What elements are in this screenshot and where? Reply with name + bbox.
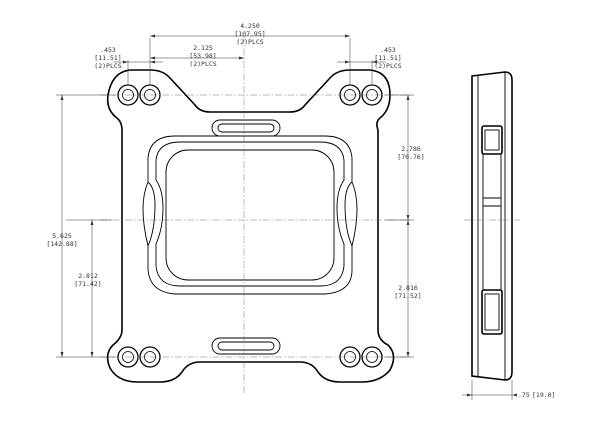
- arrow: [150, 56, 155, 60]
- arrow: [123, 60, 128, 64]
- side-pocket-bottom: [481, 289, 503, 335]
- bottom-slot-inner: [217, 341, 275, 351]
- dim-left-offset-note: (2)PLCS: [94, 62, 121, 70]
- arrow: [406, 215, 410, 220]
- dim-right-offset-note: (2)PLCS: [374, 62, 401, 70]
- dim-half-width-note: (2)PLCS: [189, 60, 216, 68]
- dim-lower-left-value: 2.812: [78, 272, 98, 280]
- dim-overall-width-metric: [107.95]: [234, 30, 265, 38]
- dimension-lines: [56, 34, 517, 400]
- plate-outline: [106, 69, 395, 383]
- side-pocket-bottom-inner: [484, 293, 500, 331]
- opening-outer: [147, 135, 353, 295]
- bottom-slot: [211, 337, 281, 355]
- arrow: [239, 56, 244, 60]
- arrow: [406, 220, 410, 225]
- dim-left-offset-value: .453: [100, 46, 116, 54]
- arrow: [345, 60, 350, 64]
- arrow: [512, 393, 517, 397]
- throat: [165, 149, 335, 281]
- dim-thickness-value: .75: [518, 391, 530, 399]
- arrow: [60, 95, 64, 100]
- dim-right-offset-value: .453: [380, 46, 396, 54]
- side-pocket-top: [481, 125, 503, 155]
- dim-half-width-metric: [53.98]: [189, 52, 216, 60]
- front-view: [100, 36, 410, 395]
- arrow: [345, 34, 350, 38]
- side-outline: [471, 71, 513, 381]
- dim-half-width-value: 2.125: [193, 44, 213, 52]
- right-boss: [351, 181, 358, 247]
- dim-lower-right-value: 2.816: [398, 284, 418, 292]
- arrow: [60, 352, 64, 357]
- dim-left-offset-metric: [11.51]: [94, 54, 121, 62]
- top-slot-inner: [217, 123, 275, 133]
- dim-upper-right-metric: [70.76]: [397, 153, 424, 161]
- arrow: [150, 60, 155, 64]
- dim-overall-width-value: 4.250: [240, 22, 260, 30]
- side-pocket-top-inner: [484, 129, 500, 151]
- dim-upper-right-value: 2.786: [401, 145, 421, 153]
- arrow: [372, 60, 377, 64]
- dimension-labels: 4.250 [107.95] (2)PLCS 2.125 [53.98] (2)…: [46, 22, 555, 399]
- arrow: [90, 220, 94, 225]
- dim-right-offset-metric: [11.51]: [374, 54, 401, 62]
- arrow: [406, 352, 410, 357]
- top-slot: [211, 119, 281, 137]
- dim-overall-height-metric: [142.88]: [46, 240, 77, 248]
- dim-thickness-metric: [19.0]: [532, 391, 555, 399]
- arrow: [467, 393, 472, 397]
- arrow: [90, 352, 94, 357]
- dim-overall-height-value: 5.625: [52, 232, 72, 240]
- arrow: [406, 95, 410, 100]
- dim-overall-width-note: (2)PLCS: [236, 38, 263, 46]
- side-view: [464, 71, 520, 381]
- left-boss: [142, 181, 149, 247]
- dim-lower-left-metric: [71.42]: [74, 280, 101, 288]
- arrow: [150, 34, 155, 38]
- opening-inner: [155, 141, 345, 287]
- dim-lower-right-metric: [71.52]: [394, 292, 421, 300]
